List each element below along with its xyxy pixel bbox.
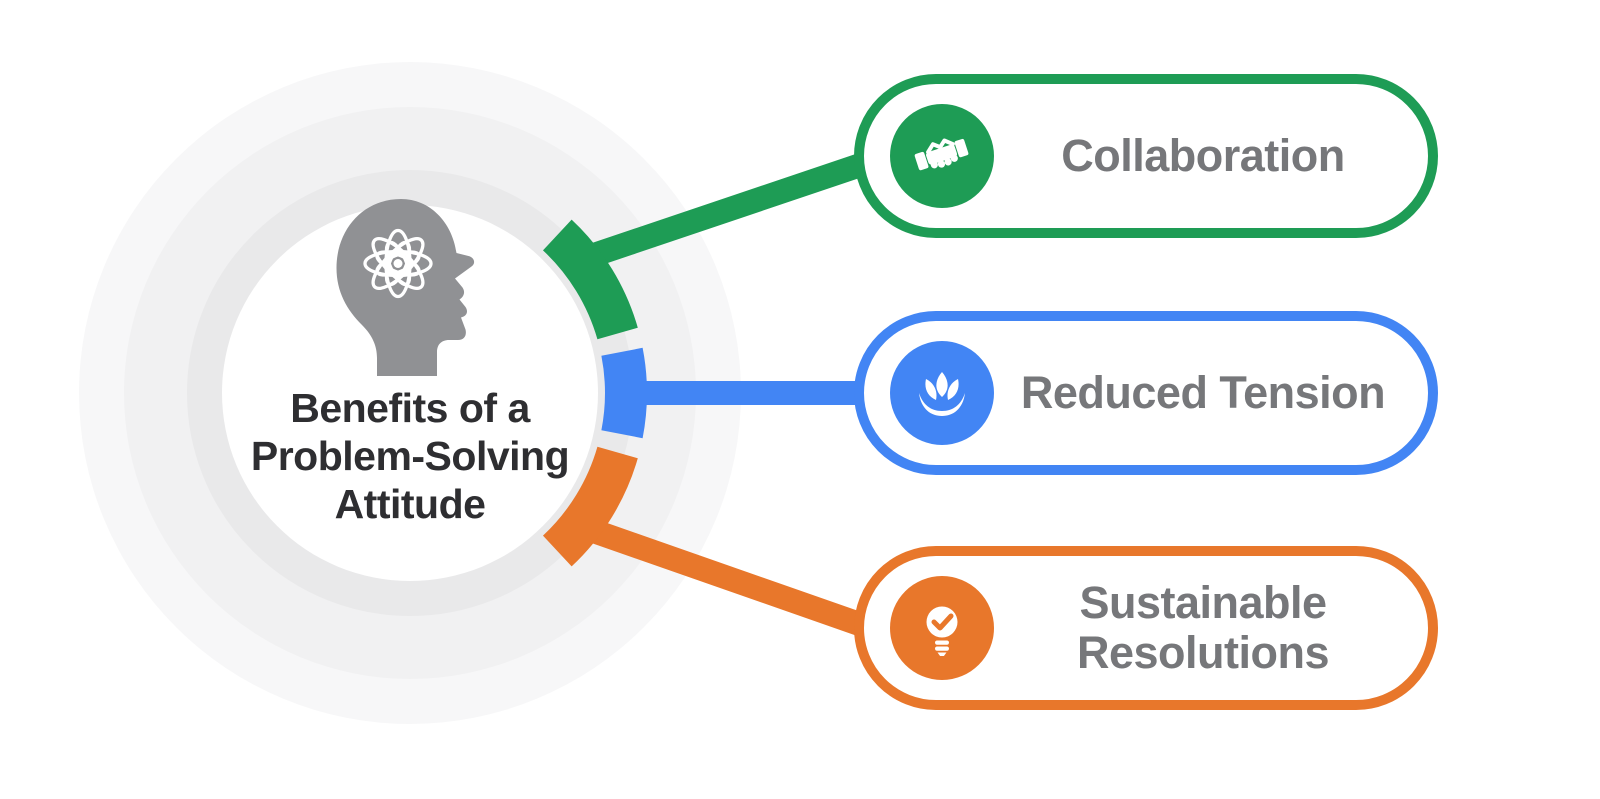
icon-badge-reduced-tension [890,341,994,445]
flower-mandala-icon [363,228,433,299]
handshake-icon [914,138,969,171]
arc-reduced-tension [601,347,647,439]
hub-title: Benefits of a Problem-Solving Attitude [160,384,660,528]
hub-title-line: Attitude [334,481,486,527]
hub-circle [222,205,598,581]
icon-badge-sustainable-resolutions [890,576,994,680]
lightbulb-check-icon [926,606,958,656]
hub-title-line: Benefits of a [290,385,530,431]
icon-badge-collaboration [890,104,994,208]
benefit-card-sustainable-resolutions: Sustainable Resolutions [854,546,1438,710]
arc-collaboration [542,219,638,340]
hub-title-line: Problem-Solving [250,433,570,479]
benefit-card-collaboration: Collaboration [854,74,1438,238]
benefit-label: Reduced Tension [1020,366,1386,418]
benefit-card-reduced-tension: Reduced Tension [854,311,1438,475]
benefit-label: Sustainable Resolutions [1076,576,1330,678]
lotus-icon [919,372,965,416]
benefit-label: Collaboration [1061,129,1345,181]
connector-sustainable-resolutions [581,516,909,652]
arc-sustainable-resolutions [542,446,638,567]
connector-collaboration [581,138,909,270]
